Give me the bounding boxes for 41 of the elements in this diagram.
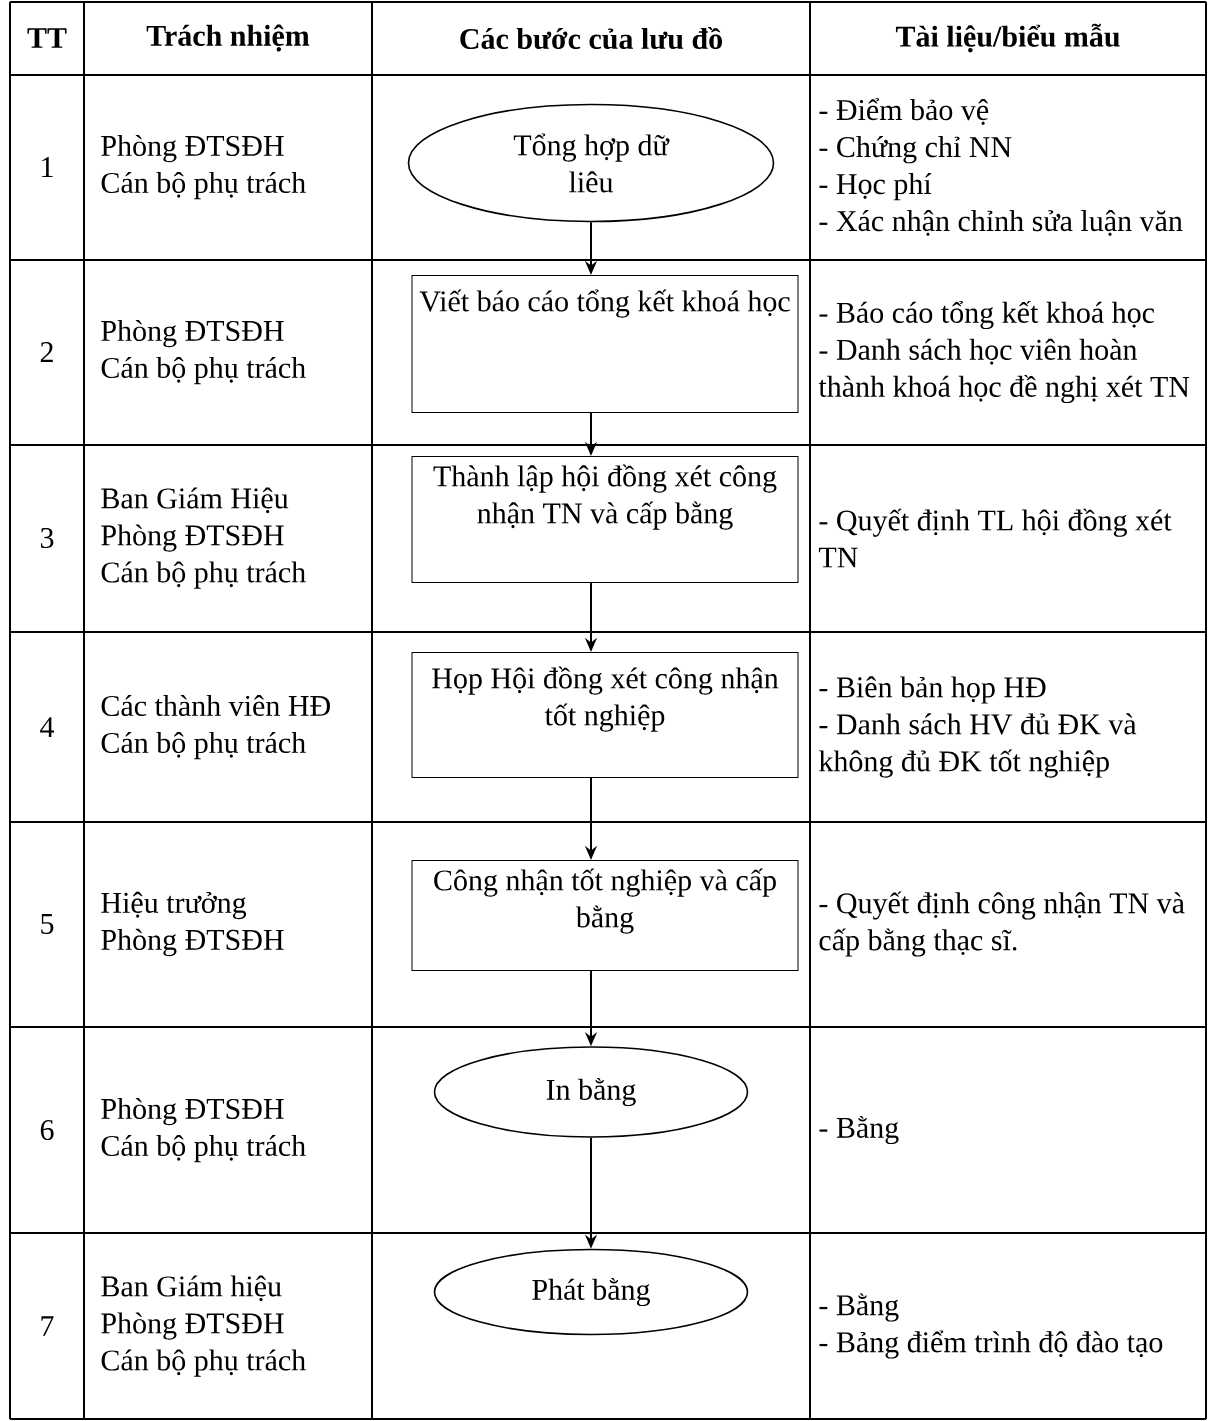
responsible-party: Ban Giám Hiệu [101,487,289,514]
responsible-party: Cán bộ phụ trách [101,171,306,200]
responsible-party: Cán bộ phụ trách [101,561,306,589]
column-header: TT [27,28,67,48]
document-item: - Quyết định TL hội đồng xét TN [818,508,1172,568]
responsible-party: Hiệu trưởng [101,891,247,920]
document-item: - Danh sách HV đủ ĐK và không đủ ĐK tốt nghiệp [818,713,1137,778]
column-header: Tài liệu/biểu mẫu [895,23,1120,53]
responsible-party: Phòng ĐTSĐH [101,524,284,552]
row-number: 2 [40,342,53,362]
row-number: 7 [41,1316,54,1336]
document-item: - Bảng điểm trình độ đào tạo [819,1330,1163,1359]
responsible-party: Ban Giám hiệu [101,1275,282,1302]
document-item: - Bằng [819,1293,899,1322]
responsible-party: Cán bộ phụ trách [101,1134,306,1163]
document-item: - Danh sách học viên hoàn thành khoá học đề nghị xét TN [818,338,1190,404]
row-number: 1 [42,157,53,177]
process-box: Viết báo cáo tổng kết khoá học [411,275,799,413]
process-box: Họp Hội đồng xét công nhận tốt nghiệp [411,652,799,778]
process-box: Công nhận tốt nghiệp và cấp bằng [411,860,799,971]
document-item: - Xác nhận chỉnh sửa luận văn [819,210,1183,236]
process-box: Thành lập hội đồng xét công nhận TN và cấp bằng [411,456,799,583]
responsible-party: Cán bộ phụ trách [101,1349,306,1377]
responsible-party: Các thành viên HĐ [101,694,330,717]
responsible-party: Cán bộ phụ trách [101,731,306,760]
document-item: - Bằng [819,1115,899,1145]
document-item: - Chứng chỉ NN [819,136,1012,164]
column-header: Các bước của lưu đồ [460,26,722,50]
responsible-party: Phòng ĐTSĐH [101,1097,284,1126]
responsible-party: Phòng ĐTSĐH [101,928,284,957]
row-number: 6 [40,1119,54,1141]
row-number: 4 [40,717,54,737]
responsible-party: Phòng ĐTSĐH [101,1312,284,1340]
row-number: 3 [40,527,54,549]
document-item: - Điểm bảo vệ [819,98,989,125]
responsible-party: Phòng ĐTSĐH [101,134,284,163]
document-item: - Học phí [819,173,932,201]
row-number: 5 [41,914,54,934]
responsible-party: Phòng ĐTSĐH [101,319,284,348]
responsible-party: Cán bộ phụ trách [101,356,306,385]
column-header: Trách nhiệm [146,24,310,52]
